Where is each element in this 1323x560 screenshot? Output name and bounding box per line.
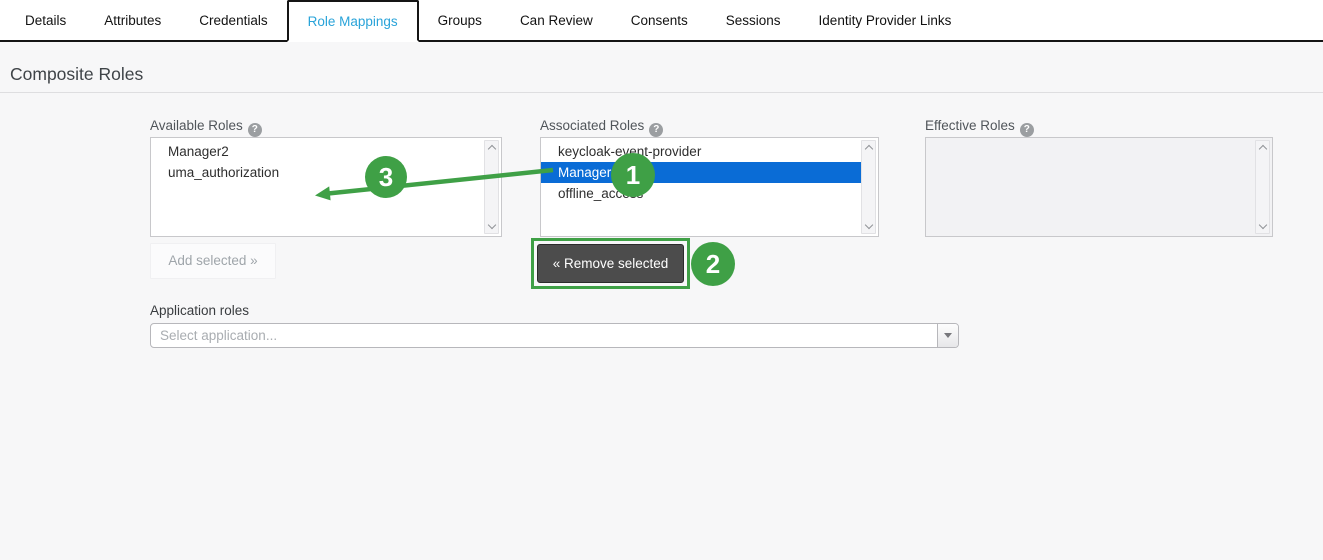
tab-groups[interactable]: Groups: [437, 12, 482, 28]
add-selected-button[interactable]: Add selected »: [150, 243, 276, 279]
list-item[interactable]: offline_access: [558, 186, 644, 201]
scrollbar[interactable]: [861, 140, 876, 234]
effective-roles-label: Effective Roles?: [925, 118, 1034, 137]
available-roles-listbox[interactable]: Manager2 uma_authorization: [150, 137, 502, 237]
available-roles-label: Available Roles?: [150, 118, 262, 137]
help-icon[interactable]: ?: [1019, 123, 1034, 137]
scroll-up-icon[interactable]: [487, 144, 496, 154]
title-divider: [0, 92, 1323, 93]
effective-roles-listbox: [925, 137, 1273, 237]
application-roles-dropdown-button[interactable]: [937, 324, 958, 347]
list-item[interactable]: keycloak-event-provider: [558, 144, 702, 159]
tab-can-review[interactable]: Can Review: [519, 12, 593, 28]
tab-consents[interactable]: Consents: [630, 12, 688, 28]
remove-selected-highlight-box: « Remove selected: [531, 238, 690, 289]
effective-roles-label-text: Effective Roles: [925, 118, 1015, 133]
tab-role-mappings[interactable]: Role Mappings: [286, 0, 419, 42]
help-icon[interactable]: ?: [649, 123, 664, 137]
tab-identity-provider-links[interactable]: Identity Provider Links: [818, 12, 952, 28]
associated-roles-label: Associated Roles?: [540, 118, 664, 137]
available-roles-label-text: Available Roles: [150, 118, 243, 133]
help-icon[interactable]: ?: [247, 123, 262, 137]
associated-roles-label-text: Associated Roles: [540, 118, 645, 133]
scrollbar[interactable]: [484, 140, 499, 234]
scroll-down-icon[interactable]: [1258, 220, 1267, 230]
chevron-down-icon: [944, 333, 952, 338]
tab-credentials[interactable]: Credentials: [199, 12, 268, 28]
scroll-up-icon[interactable]: [1258, 144, 1267, 154]
application-roles-select[interactable]: Select application...: [150, 323, 959, 348]
list-item[interactable]: Manager2: [168, 144, 229, 159]
scroll-down-icon[interactable]: [864, 220, 873, 230]
scroll-up-icon[interactable]: [864, 144, 873, 154]
scrollbar[interactable]: [1255, 140, 1270, 234]
step-2-badge: 2: [691, 242, 735, 286]
list-item[interactable]: uma_authorization: [168, 165, 280, 180]
application-roles-label: Application roles: [150, 303, 250, 318]
tab-sessions[interactable]: Sessions: [725, 12, 781, 28]
application-roles-select-placeholder: Select application...: [160, 328, 278, 343]
tab-bar: Details Attributes Credentials Role Mapp…: [0, 0, 1323, 42]
tab-details[interactable]: Details: [25, 12, 67, 28]
scroll-down-icon[interactable]: [487, 220, 496, 230]
remove-selected-button[interactable]: « Remove selected: [537, 244, 684, 283]
associated-roles-listbox[interactable]: keycloak-event-provider Manager1 offline…: [540, 137, 879, 237]
step-2-number: 2: [706, 249, 720, 279]
page-title: Composite Roles: [10, 64, 144, 84]
list-item-selected[interactable]: Manager1: [541, 162, 861, 183]
tab-attributes[interactable]: Attributes: [104, 12, 162, 28]
